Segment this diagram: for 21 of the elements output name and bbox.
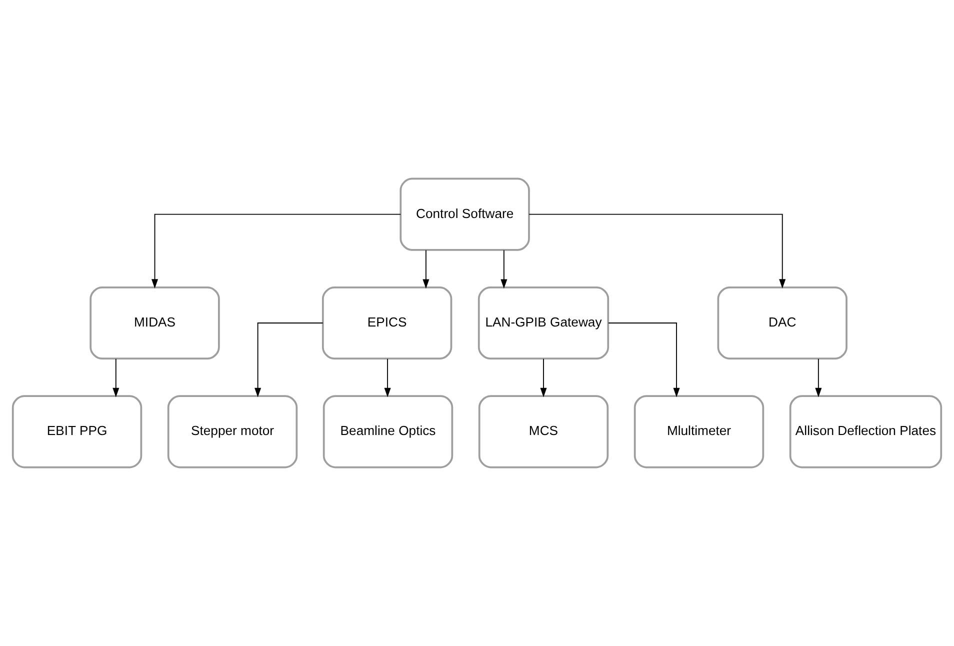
arrow (422, 250, 430, 289)
arrow (384, 358, 391, 398)
node-box: Control Software (400, 178, 530, 251)
arrow (815, 358, 822, 398)
arrow (500, 250, 508, 289)
arrow (608, 322, 680, 398)
node-box: Mlultimeter (634, 395, 764, 468)
node-box: Beamline Optics (322, 395, 454, 468)
node-box: MIDAS (90, 286, 220, 360)
node-box: EPICS (322, 286, 452, 360)
node-box: LAN-GPIB Gateway (478, 286, 610, 360)
node-box: Allison Deflection Plates (789, 395, 942, 468)
node-box: MCS (478, 395, 609, 468)
arrow (254, 322, 324, 398)
arrow (528, 214, 786, 289)
arrow (112, 358, 120, 398)
node-box: EBIT PPG (12, 395, 142, 468)
arrow (152, 214, 402, 289)
node-box: Stepper motor (167, 395, 298, 468)
arrow (540, 358, 547, 398)
node-box: DAC (717, 286, 848, 360)
